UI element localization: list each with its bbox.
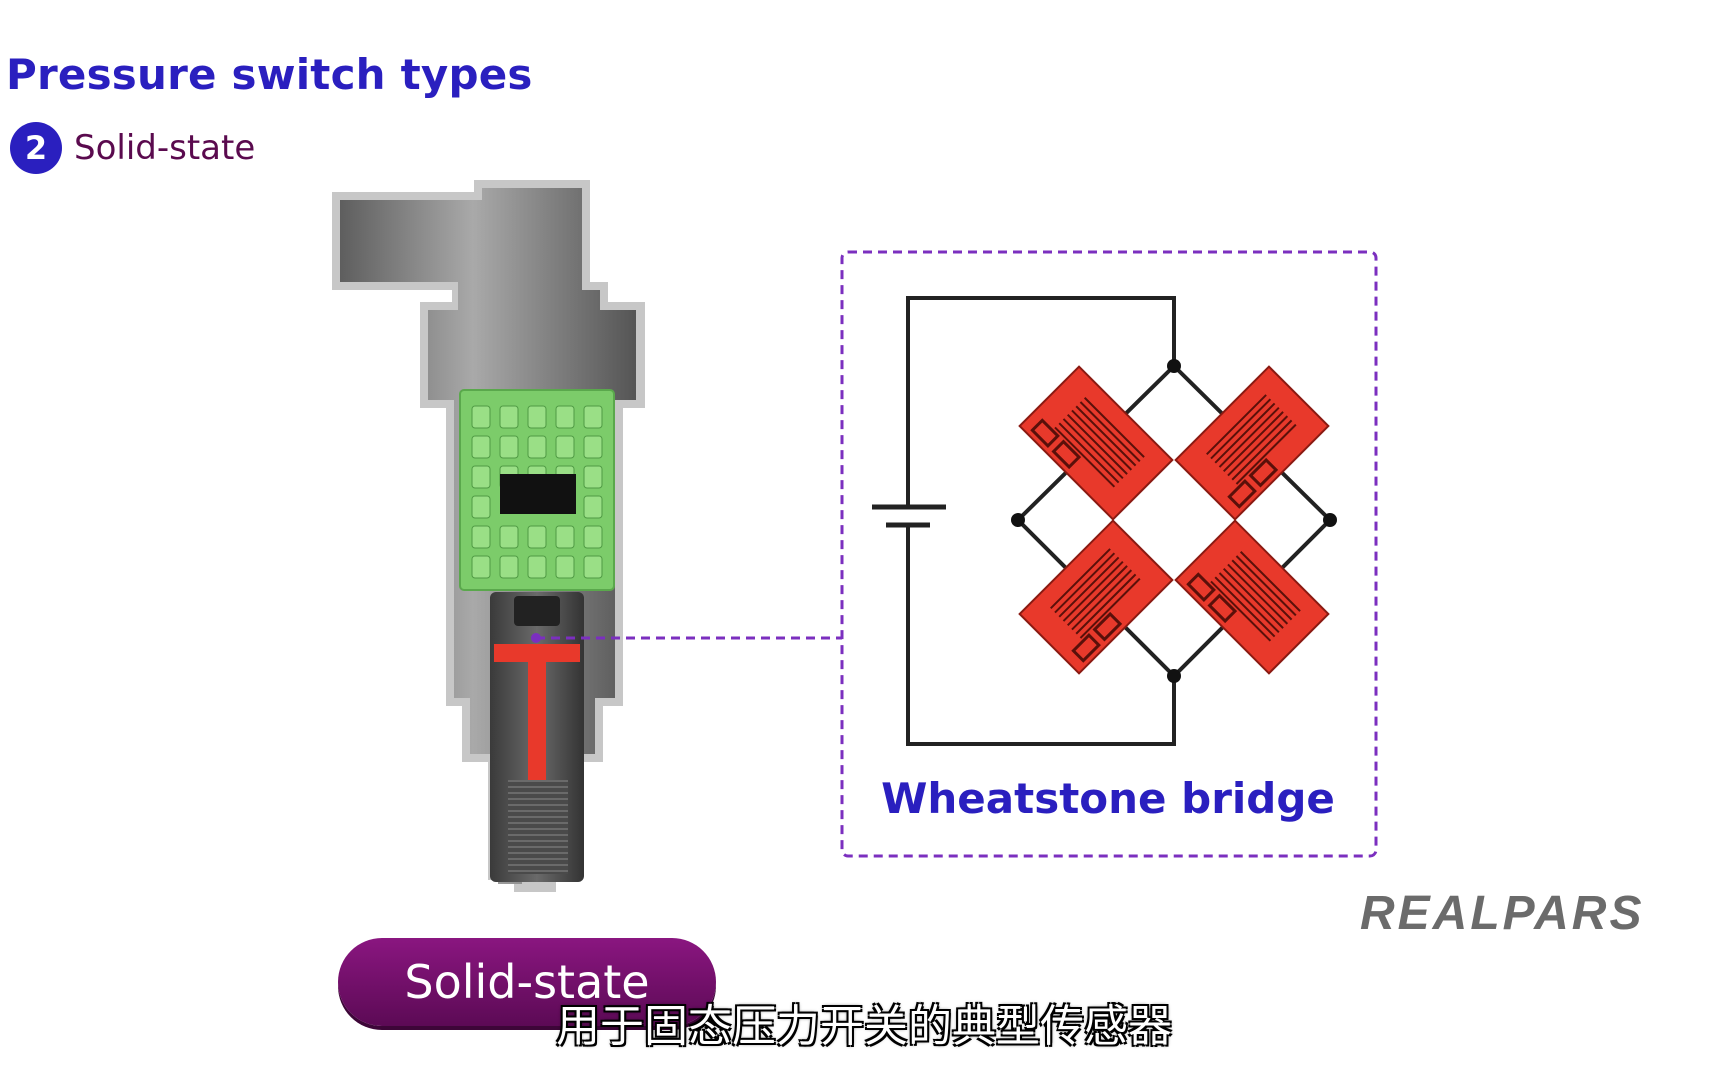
- page-title: Pressure switch types: [6, 50, 533, 99]
- bridge-label: Wheatstone bridge: [881, 774, 1335, 823]
- strain-gauge: [1018, 365, 1174, 521]
- pcb-pad: [499, 555, 519, 579]
- section-heading: 2 Solid-state: [10, 122, 255, 174]
- subtitle-caption: 用于固态压力开关的典型传感器: [556, 1001, 1172, 1052]
- pcb-pad: [471, 435, 491, 459]
- step-label: Solid-state: [74, 128, 256, 168]
- strain-gauge: [1174, 519, 1330, 675]
- strain-gauge: [1018, 519, 1174, 675]
- pcb-pad: [499, 525, 519, 549]
- wheatstone-bridge-circuit: [872, 296, 1333, 746]
- strain-element: [494, 596, 580, 780]
- step-number-badge: 2: [10, 122, 62, 174]
- bridge-frame: [840, 250, 1378, 858]
- pcb-pad: [471, 525, 491, 549]
- pcb-pad: [471, 495, 491, 519]
- pcb-pad: [555, 525, 575, 549]
- pcb-pad: [583, 465, 603, 489]
- pcb-pad: [527, 525, 547, 549]
- pcb-pad: [555, 555, 575, 579]
- pcb-pad: [527, 435, 547, 459]
- strain-gauge: [1174, 365, 1330, 521]
- pcb-pad: [471, 465, 491, 489]
- pcb-pad: [527, 555, 547, 579]
- pcb-pad: [527, 405, 547, 429]
- pcb-pad: [583, 495, 603, 519]
- strain-gauges: [1018, 365, 1330, 675]
- pcb-pad: [471, 555, 491, 579]
- solid-state-badge: Solid-state: [338, 938, 716, 1026]
- pcb-pad: [583, 525, 603, 549]
- pcb-pad: [471, 405, 491, 429]
- pcb-pad: [499, 435, 519, 459]
- realpars-logo: REALPARS: [1360, 887, 1645, 940]
- pcb-pad: [499, 405, 519, 429]
- pcb-pad: [583, 555, 603, 579]
- circuit-board: [459, 389, 615, 591]
- pcb-pad: [555, 435, 575, 459]
- pcb-pad: [583, 435, 603, 459]
- pcb-pad: [555, 405, 575, 429]
- pcb-pad: [583, 405, 603, 429]
- bridge-nodes: [1011, 359, 1337, 683]
